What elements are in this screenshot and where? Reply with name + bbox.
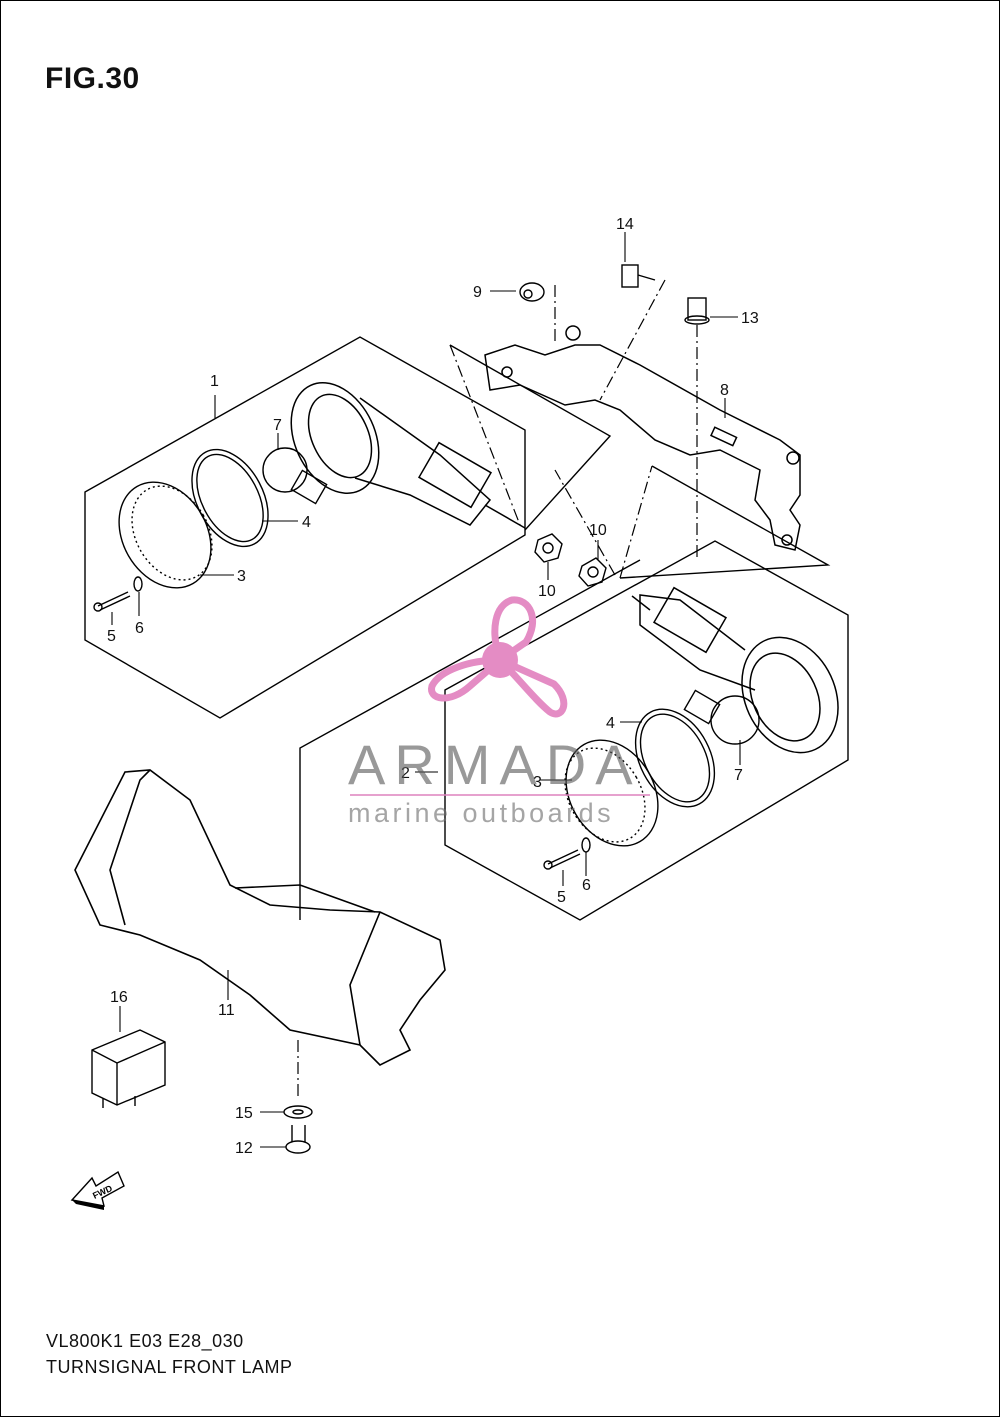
left-washer <box>133 576 143 592</box>
cowl-cover <box>74 769 446 1066</box>
nut-9 <box>519 282 545 302</box>
washer-15 <box>283 1105 313 1119</box>
mounting-bracket <box>484 325 801 551</box>
left-lamp-housing <box>290 382 526 529</box>
diagram-code: VL800K1 E03 E28_030 <box>46 1331 244 1351</box>
callout-4-left: 4 <box>302 514 311 531</box>
callout-5-left: 5 <box>107 628 116 645</box>
bolt-14 <box>621 264 656 288</box>
collar-13 <box>684 297 710 325</box>
callout-10-right: 10 <box>589 522 607 539</box>
right-assembly-outline <box>444 540 849 921</box>
callout-3-left: 3 <box>237 568 246 585</box>
right-bulb <box>683 689 760 745</box>
nut-10-right <box>578 557 607 587</box>
callout-7-left: 7 <box>273 417 282 434</box>
callout-11: 11 <box>218 1002 235 1019</box>
left-gasket <box>191 448 269 548</box>
callout-10-left: 10 <box>538 583 556 600</box>
relay-16 <box>91 1029 166 1108</box>
callout-13: 13 <box>741 310 759 327</box>
figure-title: FIG.30 <box>45 62 140 95</box>
callout-12: 12 <box>235 1140 253 1157</box>
right-lens <box>564 739 659 847</box>
diagram-name: TURNSIGNAL FRONT LAMP <box>46 1357 293 1377</box>
callout-2: 2 <box>401 765 410 782</box>
callout-5-right: 5 <box>557 889 566 906</box>
left-bulb <box>262 447 328 505</box>
callout-4-right: 4 <box>606 715 615 732</box>
callout-14: 14 <box>616 216 634 233</box>
callout-16: 16 <box>110 989 128 1006</box>
right-gasket <box>634 708 716 808</box>
bolt-12 <box>285 1125 311 1154</box>
callout-7-right: 7 <box>734 767 743 784</box>
callout-6-left: 6 <box>135 620 144 637</box>
callout-1: 1 <box>210 373 219 390</box>
left-screw <box>93 591 131 612</box>
callout-3-right: 3 <box>533 774 542 791</box>
right-screw <box>543 849 581 870</box>
nut-10-left <box>534 533 563 563</box>
right-washer <box>581 837 591 853</box>
callout-8: 8 <box>720 382 729 399</box>
fwd-arrow-icon: FWD <box>70 1170 125 1210</box>
callout-9: 9 <box>473 284 482 301</box>
callout-6-right: 6 <box>582 877 591 894</box>
left-lens <box>118 481 213 589</box>
left-assembly-outline <box>84 336 526 719</box>
assembly-leader-2 <box>299 559 641 920</box>
right-lamp-housing <box>631 586 839 754</box>
callout-15: 15 <box>235 1105 253 1122</box>
